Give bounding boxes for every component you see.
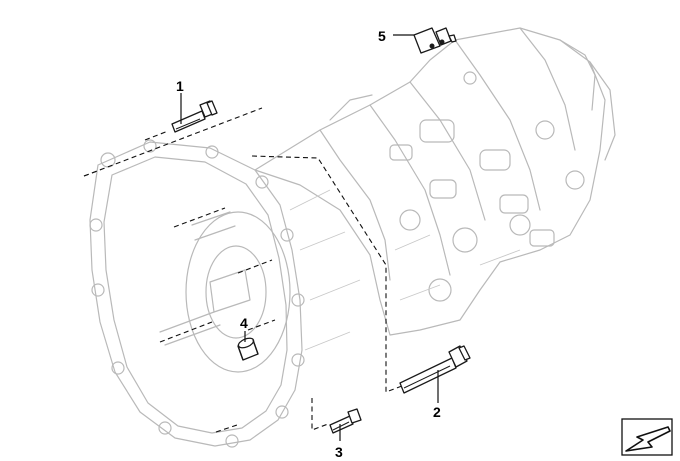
sensor-part-5 (413, 27, 457, 54)
callout-label-4: 4 (240, 315, 248, 331)
short-bolt-part-3 (329, 408, 362, 434)
assembly-center-lines (83, 107, 403, 433)
arrow-box-icon[interactable] (621, 418, 673, 456)
callout-label-5: 5 (378, 28, 386, 44)
callout-label-1: 1 (176, 78, 184, 94)
callout-label-3: 3 (335, 444, 343, 460)
bolt-part-1 (171, 100, 218, 133)
long-bolt-part-2 (399, 345, 471, 394)
sleeve-part-4 (237, 337, 259, 361)
callout-label-2: 2 (433, 404, 441, 420)
transmission-housing-drawing (89, 27, 616, 448)
